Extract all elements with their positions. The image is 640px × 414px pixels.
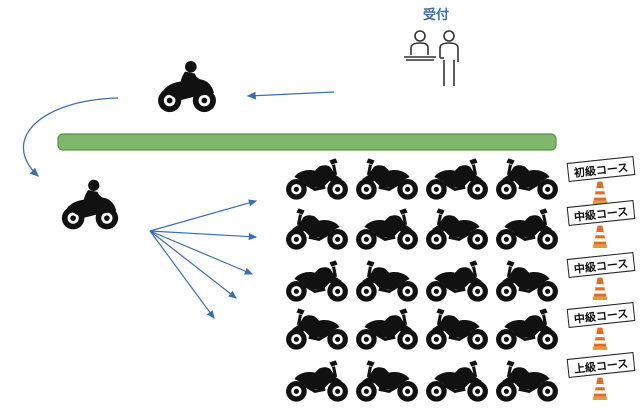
motorcycle-rider-icon <box>61 179 119 230</box>
reception-staff-icon <box>404 30 459 86</box>
arrow-to-row-1 <box>149 199 258 232</box>
course-sign <box>566 352 636 378</box>
motorcycle-icon <box>424 206 490 252</box>
course-label: 中級コース <box>573 204 629 224</box>
motorcycle-icon <box>424 358 490 404</box>
traffic-cone-icon <box>592 225 608 248</box>
motorcycle-icon <box>284 206 350 252</box>
motorcycle-icon <box>284 306 350 352</box>
motorcycle-icon <box>354 358 420 404</box>
motorcycle-icon <box>284 358 350 404</box>
arrow-to-row-5 <box>149 230 215 319</box>
course-sign <box>566 156 636 182</box>
motorcycle-icon <box>424 258 490 304</box>
motorcycle-icon <box>424 156 490 202</box>
course-sign <box>566 252 636 278</box>
course-item: 上級コース <box>566 352 636 400</box>
motorcycle-icon <box>354 156 420 202</box>
reception-label: 受付 <box>423 7 449 23</box>
arrow-to-row-2 <box>149 230 258 241</box>
course-item: 中級コース <box>566 200 636 248</box>
motorcycle-grid <box>284 156 560 404</box>
course-sign <box>566 302 636 328</box>
motorcycle-icon <box>284 258 350 304</box>
motorcycle-icon <box>284 156 350 202</box>
course-item: 初級コース <box>566 156 636 204</box>
course-item: 中級コース <box>566 252 636 300</box>
motorcycle-icon <box>494 358 560 404</box>
motorcycle-icon <box>494 156 560 202</box>
course-label: 中級コース <box>573 256 629 276</box>
track-bar <box>57 133 557 151</box>
course-item: 中級コース <box>566 302 636 350</box>
motorcycle-icon <box>354 306 420 352</box>
arrow-to-row-4 <box>149 230 237 299</box>
motorcycle-icon <box>494 258 560 304</box>
arrow-curve-to-lower-rider <box>22 97 119 177</box>
course-label: 初級コース <box>573 160 629 180</box>
traffic-cone-icon <box>592 181 608 204</box>
reception-group: 受付 <box>404 7 459 86</box>
course-label: 中級コース <box>573 306 629 326</box>
traffic-cone-icon <box>592 327 608 350</box>
arrow-to-row-3 <box>149 230 254 275</box>
arrow-reception-to-rider <box>246 91 335 100</box>
motorcycle-icon <box>424 306 490 352</box>
motorcycle-icon <box>494 306 560 352</box>
traffic-cone-icon <box>592 377 608 400</box>
course-sign <box>566 200 636 226</box>
motorcycle-icon <box>354 258 420 304</box>
traffic-cone-icon <box>592 277 608 300</box>
course-label: 上級コース <box>573 356 629 376</box>
arrow-fan <box>149 199 258 319</box>
motorcycle-icon <box>494 206 560 252</box>
motorcycle-icon <box>354 206 420 252</box>
motorcycle-rider-icon <box>158 60 216 113</box>
